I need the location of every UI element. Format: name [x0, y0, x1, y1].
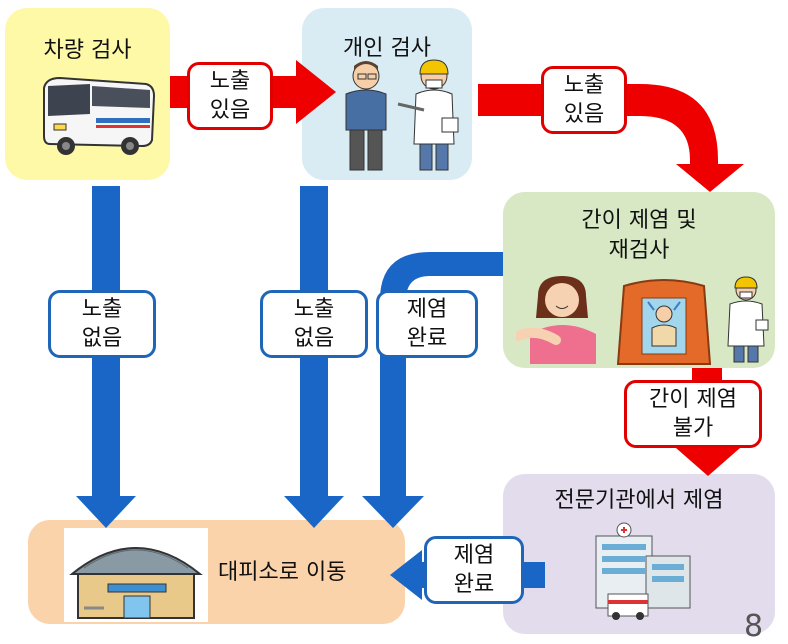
page-number: 8 — [744, 609, 764, 644]
label-line: 없음 — [293, 326, 335, 351]
inspector-icon — [727, 276, 769, 363]
inspection-people-icon — [345, 59, 459, 171]
vehicle-check-title: 차량 검사 — [43, 38, 132, 63]
label-line: 완료 — [453, 572, 495, 597]
woman-icon — [516, 276, 596, 364]
evacuation-title: 대피소로 이동 — [218, 560, 347, 585]
label-no-exposure-1: 노출 없음 — [48, 290, 156, 358]
specialist-decon-title: 전문기관에서 제염 — [554, 488, 724, 513]
label-decon-done-1: 제염 완료 — [376, 290, 478, 358]
label-decon-done-2: 제염 완료 — [424, 536, 524, 604]
label-line: 노출 — [293, 297, 335, 322]
blue-arrow-decon-to-evac — [362, 252, 503, 528]
shelter-building-icon — [64, 528, 208, 622]
label-decon-impossible: 간이 제염 불가 — [624, 380, 762, 448]
label-line: 노출 — [209, 69, 251, 94]
hospital-icon — [595, 522, 691, 620]
decon-tent-icon — [616, 279, 712, 365]
simple-decon-title-line2: 재검사 — [608, 238, 670, 263]
label-line: 없음 — [81, 326, 123, 351]
label-line: 완료 — [406, 326, 448, 351]
label-exposure-yes-2: 노출 있음 — [541, 66, 627, 134]
label-line: 노출 — [81, 297, 123, 322]
label-line: 간이 제염 — [649, 387, 737, 412]
red-arrow-person-to-decon — [478, 84, 744, 192]
personal-check-title: 개인 검사 — [343, 36, 431, 61]
label-line: 제염 — [453, 543, 495, 568]
label-line: 제염 — [406, 297, 448, 322]
bus-icon — [43, 76, 156, 155]
label-exposure-yes-1: 노출 있음 — [187, 62, 273, 130]
label-line: 있음 — [563, 102, 605, 127]
label-line: 불가 — [672, 416, 714, 441]
label-no-exposure-2: 노출 없음 — [260, 290, 368, 358]
label-line: 노출 — [563, 73, 605, 98]
simple-decon-title-line1: 간이 제염 및 — [581, 208, 697, 233]
label-line: 있음 — [209, 98, 251, 123]
